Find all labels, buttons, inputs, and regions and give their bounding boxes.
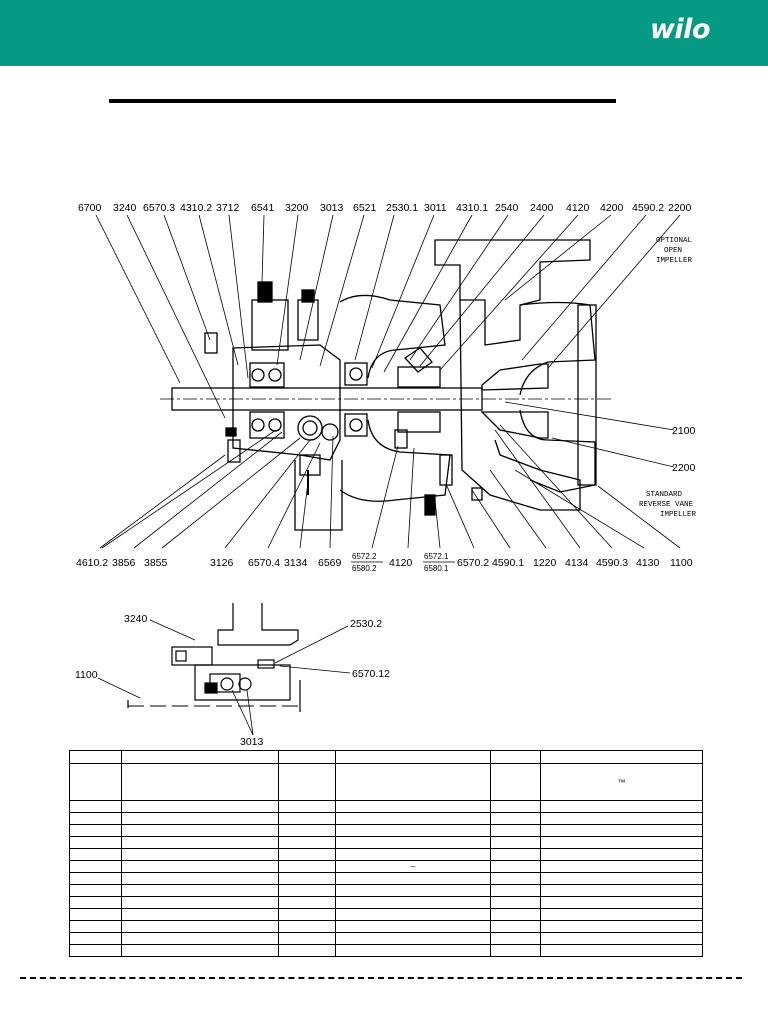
callout-label: 6569 bbox=[318, 557, 342, 569]
detail-label: 6570.12 bbox=[352, 668, 390, 680]
detail-view-outline bbox=[127, 603, 301, 712]
callout-label: 3013 bbox=[320, 202, 344, 214]
table-row bbox=[69, 944, 703, 957]
callout-label: 6572.1 bbox=[424, 552, 449, 561]
callout-label: 6572.2 bbox=[352, 552, 377, 561]
table-row bbox=[69, 932, 703, 945]
table-row bbox=[69, 812, 703, 825]
table-row bbox=[69, 896, 703, 909]
detail-label: 2530.2 bbox=[350, 618, 382, 630]
bottom-callout-labels: 4610.2 3856 3855 3126 6570.4 3134 6569 6… bbox=[76, 552, 693, 573]
callout-label: 2200 bbox=[668, 202, 692, 214]
callout-label: 6570.3 bbox=[143, 202, 175, 214]
callout-label: 4310.2 bbox=[180, 202, 212, 214]
callout-label: 4310.1 bbox=[456, 202, 488, 214]
table-row bbox=[69, 800, 703, 813]
dash-mark: – bbox=[335, 860, 491, 873]
table-row bbox=[69, 750, 703, 764]
callout-label: 4590.2 bbox=[632, 202, 664, 214]
note-line: IMPELLER bbox=[656, 257, 693, 265]
callout-label: 6570.2 bbox=[457, 557, 489, 569]
callout-label: 3134 bbox=[284, 557, 308, 569]
note-line: IMPELLER bbox=[660, 511, 697, 519]
callout-label: 2540 bbox=[495, 202, 519, 214]
standard-impeller-note: STANDARD REVERSE VANE IMPELLER bbox=[639, 491, 697, 519]
parts-list-table: ™ – bbox=[69, 750, 703, 957]
table-row bbox=[69, 908, 703, 921]
header-band: wilo bbox=[0, 0, 768, 66]
table-row bbox=[69, 872, 703, 885]
callout-label: 6700 bbox=[78, 202, 102, 214]
trademark-mark: ™ bbox=[540, 763, 703, 801]
callout-label: 6541 bbox=[251, 202, 275, 214]
table-row bbox=[69, 836, 703, 849]
table-row bbox=[69, 848, 703, 861]
note-line: REVERSE VANE bbox=[639, 501, 694, 509]
callout-label: 4120 bbox=[566, 202, 590, 214]
title-rule bbox=[109, 99, 616, 103]
callout-label: 2400 bbox=[530, 202, 554, 214]
note-line: STANDARD bbox=[646, 491, 683, 499]
callout-label: 4120 bbox=[389, 557, 413, 569]
callout-label: 2200 bbox=[672, 462, 696, 474]
note-line: OPTIONAL bbox=[656, 237, 693, 245]
callout-label: 3855 bbox=[144, 557, 168, 569]
callout-label: 4590.3 bbox=[596, 557, 628, 569]
callout-label: 3200 bbox=[285, 202, 309, 214]
table-row: ™ bbox=[69, 763, 703, 801]
callout-label: 3126 bbox=[210, 557, 234, 569]
footer-dashed-rule bbox=[20, 977, 742, 979]
table-row bbox=[69, 824, 703, 837]
top-callout-labels: 6700 3240 6570.3 4310.2 3712 6541 3200 3… bbox=[78, 202, 692, 214]
callout-label: 4590.1 bbox=[492, 557, 524, 569]
detail-label: 1100 bbox=[75, 669, 98, 681]
callout-label: 3712 bbox=[216, 202, 240, 214]
callout-label: 6521 bbox=[353, 202, 377, 214]
detail-label: 3013 bbox=[240, 736, 264, 745]
callout-label: 2100 bbox=[672, 425, 696, 437]
note-line: OPEN bbox=[664, 247, 682, 255]
leader-lines bbox=[95, 214, 681, 549]
callout-label: 4130 bbox=[636, 557, 660, 569]
callout-label: 1220 bbox=[533, 557, 557, 569]
callout-label: 3240 bbox=[113, 202, 137, 214]
table-row: – bbox=[69, 860, 703, 873]
callout-label: 6570.4 bbox=[248, 557, 280, 569]
detail-label: 3240 bbox=[124, 613, 148, 625]
pump-body-outline bbox=[160, 239, 612, 531]
callout-label: 2530.1 bbox=[386, 202, 418, 214]
callout-label: 3856 bbox=[112, 557, 136, 569]
callout-label: 1100 bbox=[670, 557, 693, 569]
callout-label: 4200 bbox=[600, 202, 624, 214]
wilo-logo: wilo bbox=[649, 14, 711, 45]
table-row bbox=[69, 920, 703, 933]
optional-impeller-note: OPTIONAL OPEN IMPELLER bbox=[656, 237, 693, 265]
callout-label: 3011 bbox=[424, 202, 447, 214]
detail-leader-lines bbox=[97, 619, 351, 736]
callout-label: 6580.1 bbox=[424, 564, 449, 573]
callout-label: 4610.2 bbox=[76, 557, 108, 569]
table-row bbox=[69, 884, 703, 897]
callout-label: 6580.2 bbox=[352, 564, 377, 573]
callout-label: 4134 bbox=[565, 557, 589, 569]
pump-sectional-drawing: 6700 3240 6570.3 4310.2 3712 6541 3200 3… bbox=[75, 202, 697, 745]
